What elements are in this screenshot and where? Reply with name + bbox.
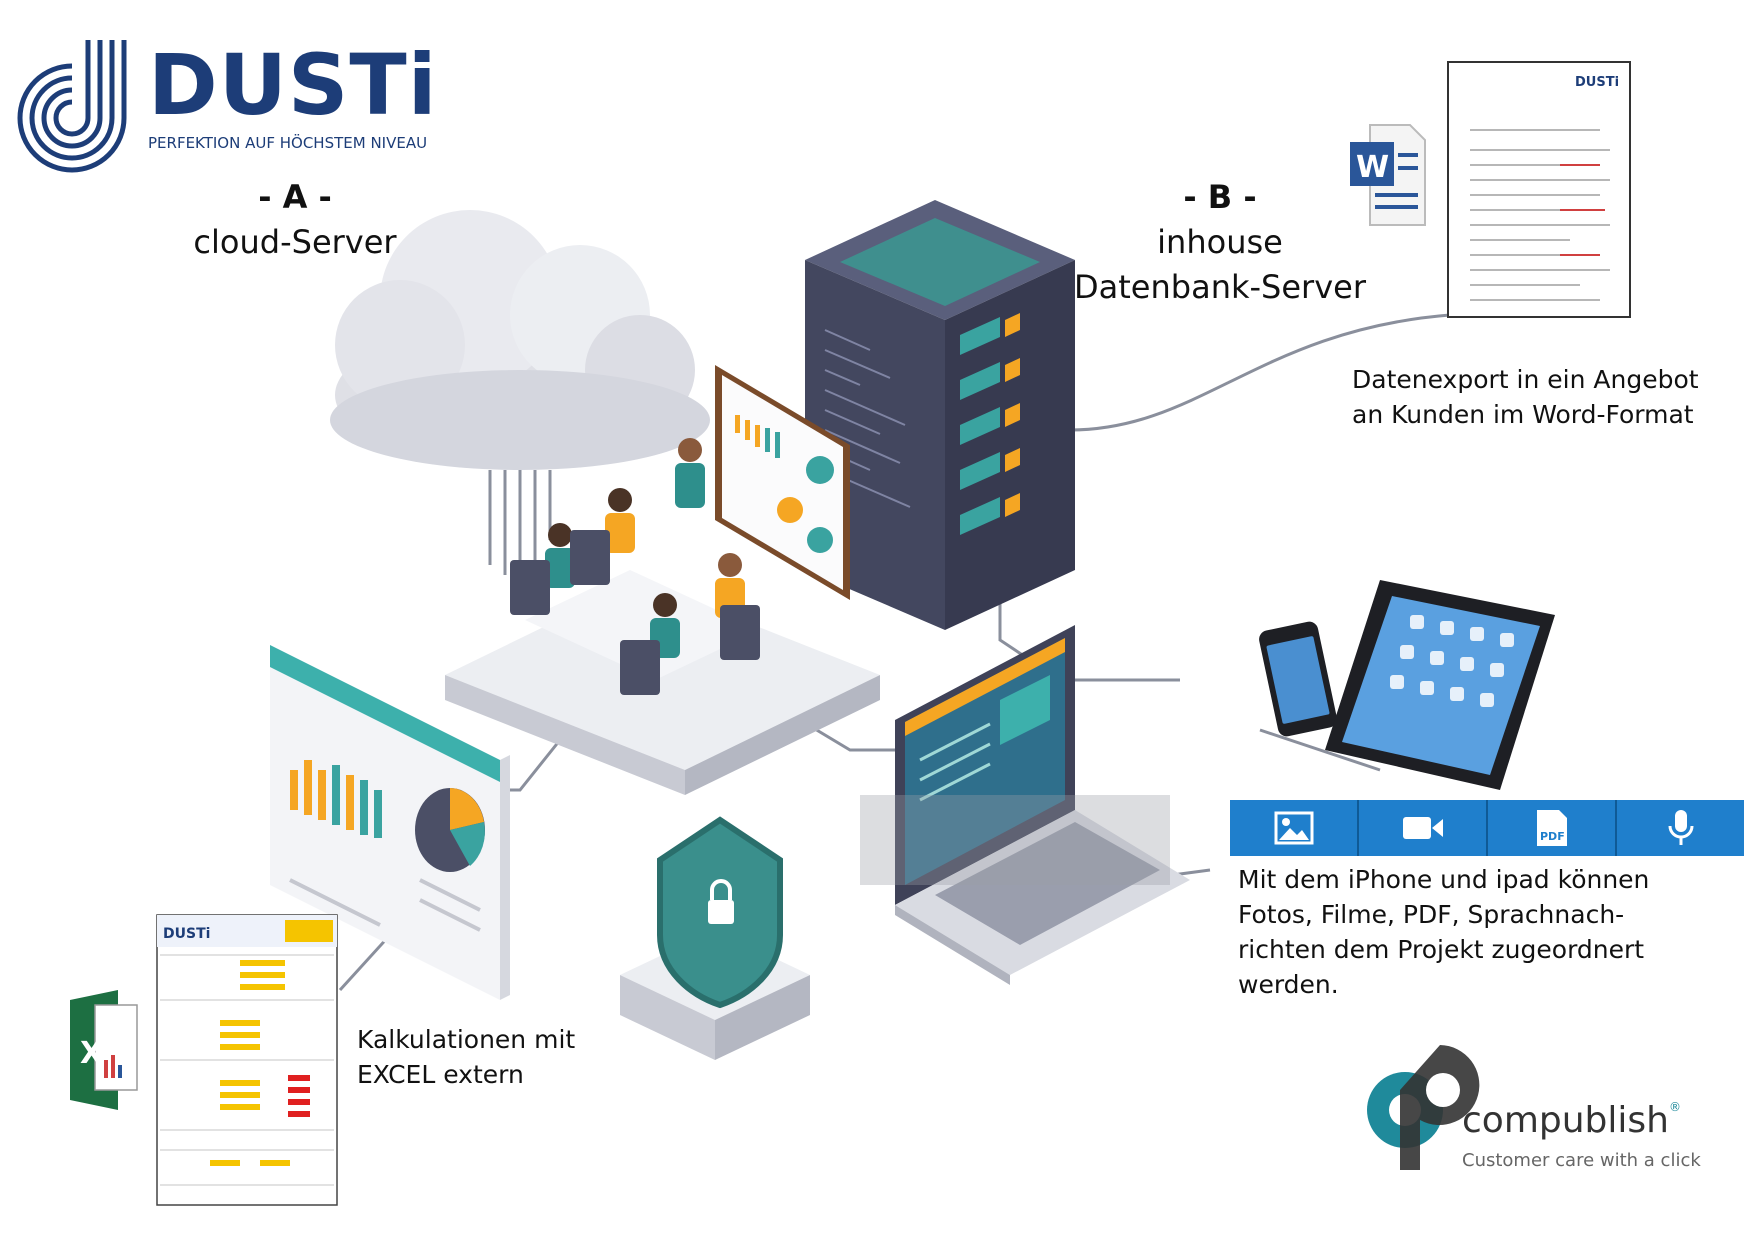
excel-caption-line2: EXCEL extern [357, 1060, 524, 1089]
word-document-preview: DUSTi [1447, 61, 1631, 318]
laptop-icon [895, 625, 1190, 985]
video-icon[interactable] [1359, 800, 1488, 856]
mobile-caption-line4: werden. [1238, 970, 1339, 999]
excel-icon: X [70, 990, 138, 1110]
image-icon[interactable] [1230, 800, 1359, 856]
compublish-logo-name: compublish® [1462, 1100, 1681, 1141]
mobile-caption-line2: Fotos, Filme, PDF, Sprachnach- [1238, 900, 1625, 929]
media-toolbar: PDF [1230, 800, 1744, 856]
cable-word [1069, 313, 1451, 432]
section-b-marker: - B - [1183, 178, 1257, 216]
cloud-icon [330, 210, 710, 470]
compublish-tagline: Customer care with a click [1462, 1150, 1701, 1171]
section-a-marker: - A - [258, 178, 332, 216]
excel-caption-line1: Kalkulationen mit [357, 1025, 576, 1054]
section-b-title-line2: Datenbank-Server [1074, 268, 1366, 306]
pdf-icon-label: PDF [1540, 830, 1565, 843]
section-b-title-line1: inhouse [1157, 223, 1283, 261]
svg-text:DUSTi: DUSTi [163, 926, 210, 942]
mobile-caption-line3: richten dem Projekt zugeordnert [1238, 935, 1645, 964]
svg-text:W: W [1356, 150, 1389, 185]
pdf-icon[interactable]: PDF [1488, 800, 1617, 856]
phone-icon [1259, 621, 1337, 737]
section-a-title: cloud-Server [193, 223, 397, 261]
dusti-logo-tagline: PERFEKTION AUF HÖCHSTEM NIVEAU [148, 134, 428, 152]
mobile-caption-line1: Mit dem iPhone und ipad können [1238, 865, 1650, 894]
svg-text:DUSTi: DUSTi [1575, 75, 1619, 90]
svg-text:X: X [80, 1036, 103, 1071]
dusti-logo-name: DUSTi [148, 36, 438, 134]
excel-sheet-preview: DUSTi [156, 914, 338, 1206]
microphone-icon[interactable] [1617, 800, 1744, 856]
shield-icon [620, 816, 810, 1060]
word-doc-icon: W [1350, 124, 1426, 226]
dashboard-panel [270, 645, 510, 1000]
meeting-platform [445, 365, 880, 795]
word-caption-line2: an Kunden im Word-Format [1352, 400, 1694, 429]
word-caption-line1: Datenexport in ein Angebot [1352, 365, 1699, 394]
tablet-icon [1325, 580, 1555, 790]
compublish-logo-mark [1367, 1045, 1480, 1170]
dusti-logo-mark [17, 40, 127, 173]
